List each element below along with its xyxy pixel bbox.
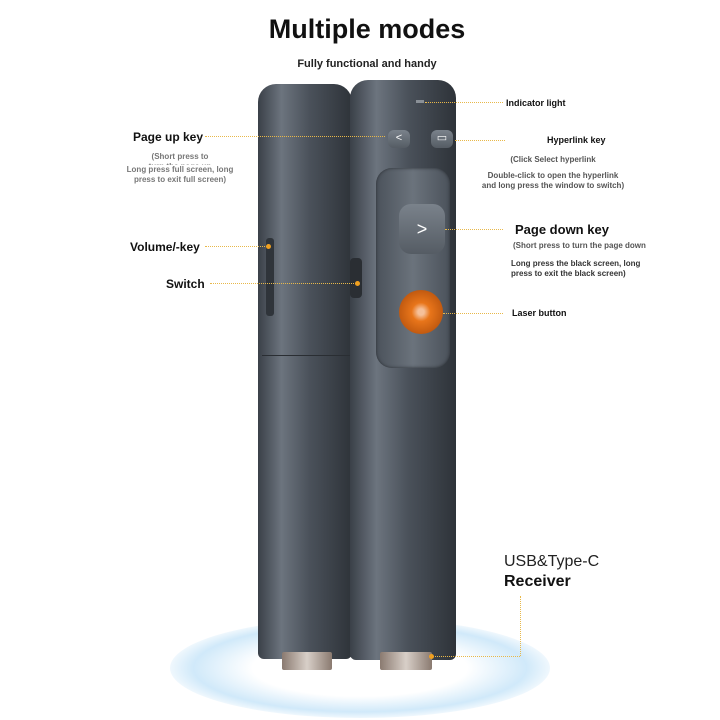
receiver-left (282, 652, 332, 670)
hyperlink-button[interactable]: ▭ (431, 130, 453, 148)
leader-line (210, 283, 358, 284)
page-down-button[interactable]: > (399, 204, 445, 254)
page-subtitle: Fully functional and handy (297, 58, 437, 70)
page-up-desc: (Short press to turn the page up Long pr… (110, 152, 250, 185)
leader-line (520, 596, 521, 656)
hyperlink-desc: (Click Select hyperlink Double-click to … (478, 155, 628, 191)
front-panel (376, 168, 450, 368)
receiver-type-label: USB&Type-C (504, 553, 600, 570)
receiver-right (380, 652, 432, 670)
indicator-label: Indicator light (506, 98, 566, 108)
leader-line (432, 656, 520, 657)
laser-button[interactable] (399, 290, 443, 334)
desc-line: Long press the black screen, long (511, 259, 641, 268)
page-down-desc-2: Long press the black screen, long press … (511, 259, 640, 279)
indicator-light (416, 100, 424, 103)
desc-line: press to exit the black screen) (511, 269, 626, 278)
leader-line (455, 140, 505, 141)
leader-line (205, 136, 385, 137)
desc-line: (Click Select hyperlink (510, 155, 596, 164)
page-down-desc-1: (Short press to turn the page down (513, 241, 646, 250)
desc-line: Long press full screen, long (126, 165, 234, 174)
volume-label: Volume/-key (130, 240, 200, 254)
volume-key-slot (266, 238, 274, 316)
page-up-label: Page up key (133, 130, 204, 144)
leader-line (445, 229, 503, 230)
presenter-front-view (350, 80, 456, 660)
seam (262, 355, 350, 356)
switch-label: Switch (166, 277, 205, 291)
page-title: Multiple modes (268, 14, 466, 44)
hyperlink-label: Hyperlink key (547, 135, 606, 145)
page-down-label: Page down key (515, 222, 609, 237)
leader-line (425, 102, 503, 103)
page-up-button[interactable]: < (388, 130, 410, 148)
desc-line: Double-click to open the hyperlink (487, 171, 619, 180)
desc-line: turn the page up (110, 162, 250, 165)
pin (429, 654, 434, 659)
presenter-side-view (258, 84, 352, 659)
desc-line: press to exit full screen) (133, 175, 227, 184)
laser-label: Laser button (512, 308, 567, 318)
desc-line: (Short press to (151, 152, 209, 161)
leader-line (205, 246, 267, 247)
switch-slider[interactable] (350, 258, 362, 298)
leader-line (443, 313, 503, 314)
pin (266, 244, 271, 249)
pin (355, 281, 360, 286)
receiver-label: Receiver (504, 573, 571, 590)
desc-line: and long press the window to switch) (481, 181, 625, 190)
